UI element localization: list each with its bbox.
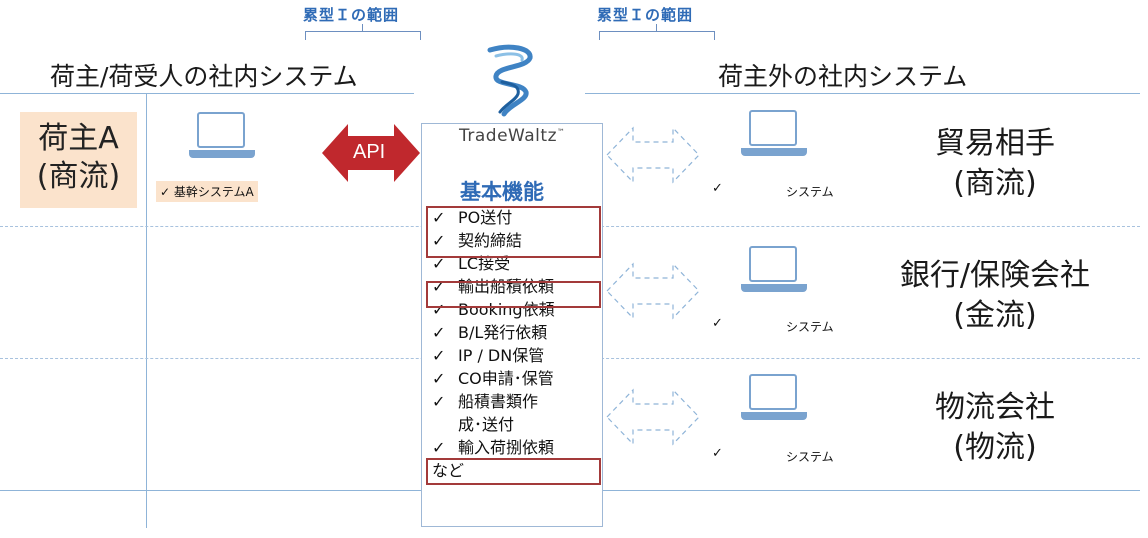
laptop-icon xyxy=(741,374,807,424)
brand-trademark: ™ xyxy=(557,127,566,137)
party-check: ✓ xyxy=(712,316,723,331)
left-header: 荷主/荷受人の社内システム xyxy=(50,62,358,91)
scope-label-right: 累型Ｉの範囲 xyxy=(597,6,694,24)
party-check: ✓ xyxy=(712,446,723,461)
highlight-box-po-contract xyxy=(426,206,601,258)
header-underline-left xyxy=(0,93,414,94)
scope-bracket-right xyxy=(599,31,715,40)
feature-item: ✓CO申請･保管 xyxy=(432,369,554,388)
double-arrow-icon xyxy=(606,388,700,446)
header-underline-right xyxy=(585,93,1140,94)
features-title: 基本機能 xyxy=(460,180,544,204)
highlight-box-export-shipping xyxy=(426,281,601,308)
tradewaltz-logo-icon xyxy=(487,44,533,117)
column-divider xyxy=(146,93,147,528)
feature-item: ✓輸入荷捌依頼 xyxy=(432,438,555,457)
right-header: 荷主外の社内システム xyxy=(718,62,968,91)
party-name: 銀行/保険会社 xyxy=(899,258,1091,293)
party-system-label: システム xyxy=(786,320,834,334)
party-check: ✓ xyxy=(712,181,723,196)
party-label-bank-insurance: 銀行/保険会社 (金流) xyxy=(880,256,1110,336)
party-flow: (商流) xyxy=(953,166,1037,201)
party-name: 貿易相手 xyxy=(935,126,1055,161)
party-flow: (物流) xyxy=(953,430,1037,465)
party-flow: (金流) xyxy=(953,298,1037,333)
scope-label-left: 累型Ｉの範囲 xyxy=(303,6,400,24)
scope-bracket-left-tick xyxy=(362,24,363,32)
feature-item: ✓PO送付 xyxy=(432,208,513,227)
feature-item: ✓Booking依頼 xyxy=(432,300,555,319)
feature-item-continued: 成･送付 xyxy=(458,415,515,434)
party-label-logistics: 物流会社 (物流) xyxy=(880,388,1110,468)
shipper-label: 荷主A (商流) xyxy=(20,112,137,208)
party-label-trade-partner: 貿易相手 (商流) xyxy=(880,124,1110,204)
laptop-icon xyxy=(189,112,255,162)
scope-bracket-right-tick xyxy=(656,24,657,32)
api-label: API xyxy=(353,141,386,163)
feature-footer: など xyxy=(432,461,465,480)
feature-list: ✓PO送付 ✓契約締結 ✓LC接受 ✓輸出船積依頼 ✓Booking依頼 ✓B/… xyxy=(432,206,555,482)
double-arrow-icon xyxy=(606,262,700,320)
party-name: 物流会社 xyxy=(935,390,1055,425)
party-system-label: システム xyxy=(786,450,834,464)
double-arrow-icon xyxy=(606,126,700,184)
shipper-name: 荷主A xyxy=(38,121,119,156)
feature-item: ✓LC接受 xyxy=(432,254,511,273)
party-system-label: システム xyxy=(786,185,834,199)
feature-item: ✓B/L発行依頼 xyxy=(432,323,548,342)
shipper-flow: (商流) xyxy=(36,159,121,194)
feature-item: ✓IP / DN保管 xyxy=(432,346,545,365)
feature-item: ✓船積書類作 xyxy=(432,392,539,411)
shipper-system-label: ✓ 基幹システムA xyxy=(156,181,258,202)
api-arrow-icon xyxy=(322,124,420,182)
feature-item: ✓契約締結 xyxy=(432,231,523,250)
tradewaltz-brand: TradeWaltz™ xyxy=(459,126,566,146)
laptop-icon xyxy=(741,246,807,296)
laptop-icon xyxy=(741,110,807,160)
highlight-box-import-handling xyxy=(426,458,601,485)
scope-bracket-left xyxy=(305,31,421,40)
